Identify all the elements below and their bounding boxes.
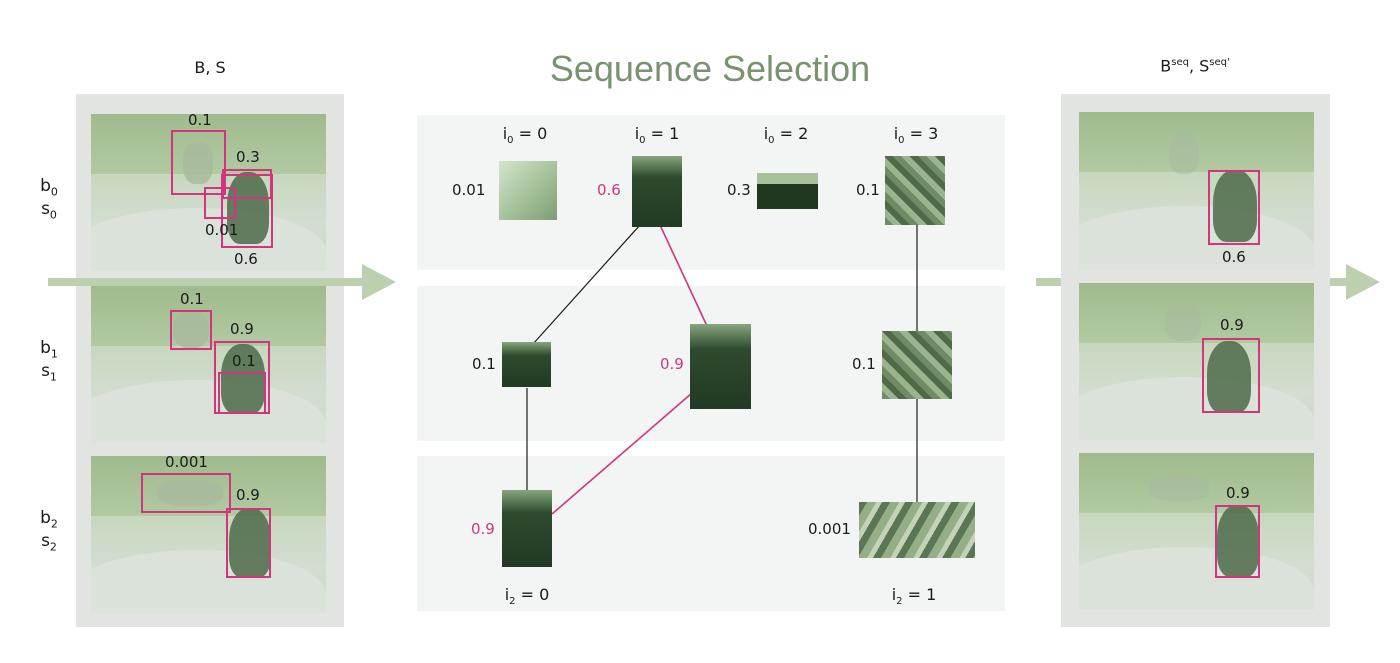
crop-image xyxy=(690,324,751,409)
flow-arrow-head xyxy=(1346,264,1380,300)
row-label-1: b1 s1 xyxy=(40,338,58,383)
crop-image xyxy=(499,161,557,220)
output-score: 0.9 xyxy=(1226,484,1250,502)
col-header-bottom: i2 = 1 xyxy=(891,585,937,608)
col-header-top: i0 = 1 xyxy=(634,124,680,147)
crop-score: 0.1 xyxy=(856,181,880,199)
output-frame-0 xyxy=(1079,112,1314,269)
input-score: 0.1 xyxy=(188,111,212,129)
flow-arrow-head xyxy=(362,264,396,300)
col-header-top: i0 = 3 xyxy=(893,124,939,147)
col-header-top: i0 = 0 xyxy=(502,124,548,147)
selected-edge xyxy=(659,224,708,327)
flow-arrow-shaft xyxy=(48,278,368,286)
output-bbox xyxy=(1208,170,1260,245)
input-bbox xyxy=(218,372,266,414)
input-score: 0.001 xyxy=(165,453,208,471)
input-frame-2 xyxy=(91,456,326,613)
col-header-bottom: i2 = 0 xyxy=(504,585,550,608)
diagram-title: Sequence Selection xyxy=(549,48,871,89)
output-header: Bseq, Sseq' xyxy=(1160,56,1230,76)
input-bbox xyxy=(170,310,212,350)
input-frame-0 xyxy=(91,114,326,271)
input-bbox xyxy=(221,174,273,248)
input-score: 0.6 xyxy=(234,250,258,268)
selected-edge xyxy=(551,392,693,515)
crop-score: 0.1 xyxy=(472,355,496,373)
crop-image xyxy=(502,342,551,387)
input-bbox xyxy=(226,508,271,578)
row-label-0: b0 s0 xyxy=(40,176,58,221)
crop-image xyxy=(882,331,952,399)
edge xyxy=(532,224,641,345)
input-bbox xyxy=(171,130,226,195)
crop-score: 0.1 xyxy=(852,355,876,373)
input-score: 0.3 xyxy=(236,148,260,166)
input-score: 0.1 xyxy=(232,352,256,370)
input-score: 0.9 xyxy=(236,486,260,504)
crop-image xyxy=(502,490,552,567)
input-score: 0.01 xyxy=(205,221,239,239)
output-bbox xyxy=(1202,338,1260,413)
output-bbox xyxy=(1215,505,1260,578)
crop-score: 0.01 xyxy=(452,181,486,199)
col-header-top: i0 = 2 xyxy=(763,124,809,147)
input-header: B, S xyxy=(194,58,226,77)
crop-score-selected: 0.9 xyxy=(471,520,495,538)
crop-image xyxy=(885,156,945,225)
output-frame-2 xyxy=(1079,453,1314,610)
crop-image xyxy=(859,502,975,558)
crop-score-selected: 0.9 xyxy=(660,355,684,373)
input-bbox xyxy=(141,473,231,513)
crop-image xyxy=(757,173,818,209)
crop-image xyxy=(632,156,682,227)
crop-score: 0.3 xyxy=(727,181,751,199)
input-score: 0.9 xyxy=(230,320,254,338)
crop-score: 0.001 xyxy=(808,520,851,538)
row-label-2: b2 s2 xyxy=(40,508,58,553)
input-frame-1 xyxy=(91,286,326,443)
output-score: 0.9 xyxy=(1220,316,1244,334)
output-score: 0.6 xyxy=(1222,248,1246,266)
input-bbox xyxy=(204,187,236,219)
input-score: 0.1 xyxy=(180,290,204,308)
output-frame-1 xyxy=(1079,283,1314,440)
crop-score-selected: 0.6 xyxy=(597,181,621,199)
